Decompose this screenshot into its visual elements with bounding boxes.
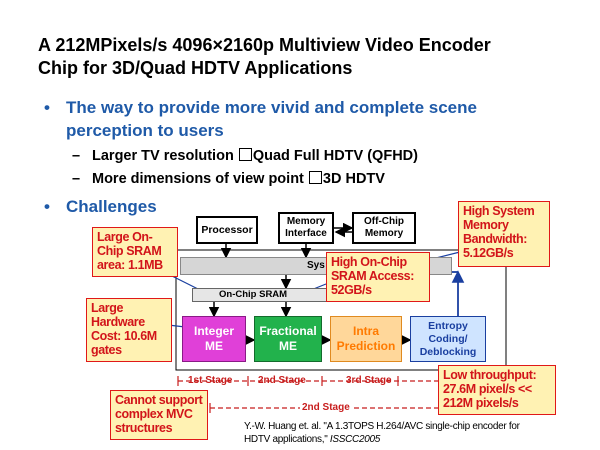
square-glyph-icon bbox=[238, 148, 252, 161]
bullet-dot: • bbox=[44, 98, 50, 117]
sub-bullet-1-text: Larger TV resolution bbox=[92, 148, 238, 164]
processor-block: Processor bbox=[196, 216, 258, 244]
title-line-2: Chip for 3D/Quad HDTV Applications bbox=[38, 58, 353, 78]
bullet-2-text: Challenges bbox=[66, 197, 157, 216]
callout-system-bandwidth: High System Memory Bandwidth: 5.12GB/s bbox=[458, 201, 550, 267]
stage-1-label: 1st Stage bbox=[188, 375, 233, 386]
callout-hardware-cost: Large Hardware Cost: 10.6M gates bbox=[86, 298, 172, 362]
bullet-1: • The way to provide more vivid and comp… bbox=[44, 96, 574, 142]
reference-line-1: Y.-W. Huang et. al. "A 1.3TOPS H.264/AVC… bbox=[244, 421, 520, 432]
sub-bullet-2: – More dimensions of view point 3D HDTV bbox=[72, 171, 385, 187]
sub-bullet-2-target: 3D HDTV bbox=[322, 171, 385, 187]
callout-mvc: Cannot support complex MVC structures bbox=[110, 390, 208, 440]
callout-sram-access: High On-Chip SRAM Access: 52GB/s bbox=[326, 252, 430, 302]
stage-3-label: 3rd Stage bbox=[346, 375, 392, 386]
callout-throughput: Low throughput: 27.6M pixel/s << 212M pi… bbox=[438, 365, 556, 415]
slide-title: A 212MPixels/s 4096×2160p Multiview Vide… bbox=[38, 34, 578, 80]
chip-outline bbox=[175, 249, 507, 371]
reference-venue: ISSCC2005 bbox=[329, 434, 381, 445]
stage-2-label: 2nd Stage bbox=[258, 375, 306, 386]
bullet-1-line-1: The way to provide more vivid and comple… bbox=[66, 98, 477, 117]
callout-sram-area: Large On- Chip SRAM area: 1.1MB bbox=[92, 227, 178, 277]
sub-bullet-2-text: More dimensions of view point bbox=[92, 171, 308, 187]
sub-bullet-1: – Larger TV resolution Quad Full HDTV (Q… bbox=[72, 148, 418, 164]
stage-2-bottom-label: 2nd Stage bbox=[300, 402, 352, 413]
bullet-dot: • bbox=[44, 197, 50, 216]
bullet-2: • Challenges bbox=[44, 195, 574, 219]
bullet-1-line-2: perception to users bbox=[66, 121, 224, 140]
title-line-1: A 212MPixels/s 4096×2160p Multiview Vide… bbox=[38, 35, 491, 55]
square-glyph-icon bbox=[308, 171, 322, 184]
reference-citation: Y.-W. Huang et. al. "A 1.3TOPS H.264/AVC… bbox=[244, 420, 594, 446]
sub-bullet-1-target: Quad Full HDTV (QFHD) bbox=[252, 148, 418, 164]
reference-line-2: HDTV applications," bbox=[244, 434, 330, 445]
